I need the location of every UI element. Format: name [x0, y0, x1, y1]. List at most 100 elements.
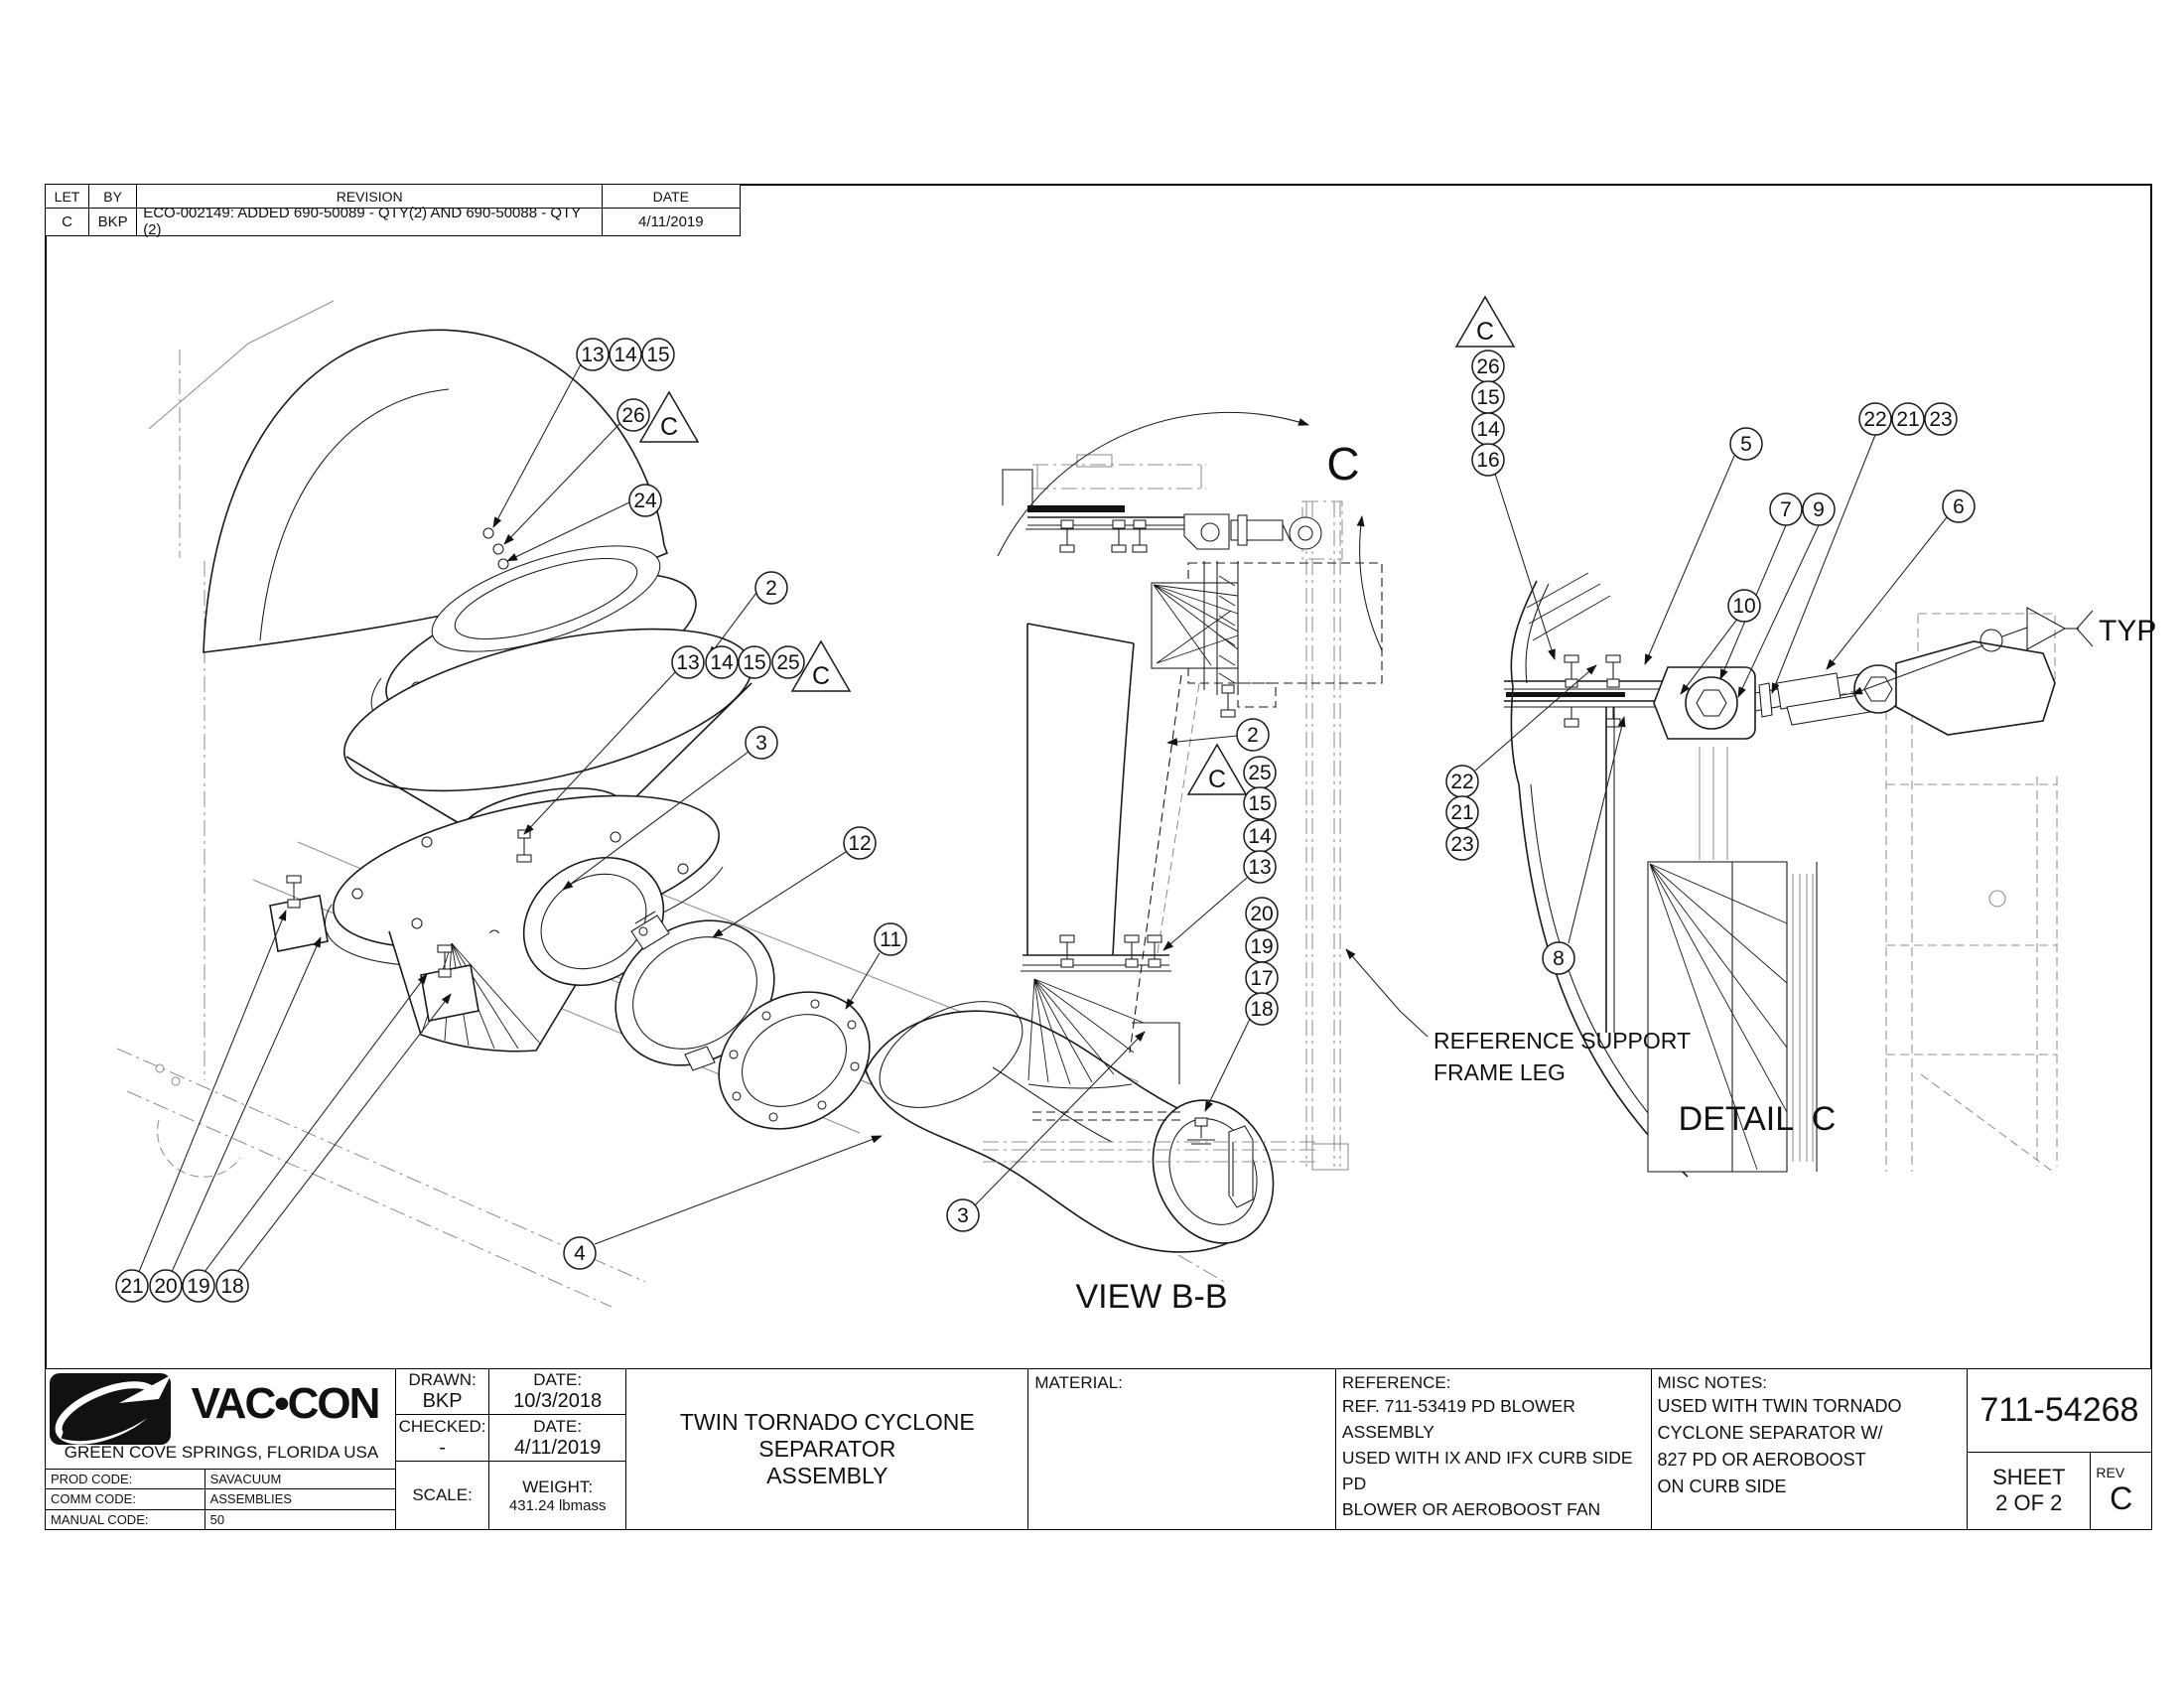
misc-notes-cell: MISC NOTES: USED WITH TWIN TORNADO CYCLO…: [1650, 1368, 1969, 1531]
svg-text:3: 3: [957, 1204, 969, 1227]
reference-cell: REFERENCE: REF. 711-53419 PD BLOWER ASSE…: [1334, 1368, 1652, 1531]
typ-label: TYP: [2099, 615, 2156, 647]
section-view-bb: C: [983, 411, 1383, 1171]
balloon-24: 24: [628, 484, 662, 517]
flag-note-C: C: [790, 639, 852, 692]
material-cell: MATERIAL:: [1027, 1368, 1337, 1531]
balloon-8: 8: [1542, 941, 1575, 975]
balloon-14: 14: [1243, 819, 1277, 853]
ref-support-note-line1: REFERENCE SUPPORT: [1433, 1028, 1691, 1054]
date-checked-cell: DATE: 4/11/2019: [488, 1413, 627, 1463]
date-checked-label: DATE:: [533, 1416, 583, 1436]
svg-text:19: 19: [187, 1275, 209, 1298]
svg-text:21: 21: [1450, 801, 1473, 824]
detail-c-view: TYP: [1504, 572, 2156, 1178]
sheet-cell: SHEET 2 OF 2: [1966, 1451, 2092, 1531]
svg-text:14: 14: [710, 651, 734, 674]
detail-cut-letter: C: [1326, 438, 1359, 490]
balloon-26: 26: [1471, 350, 1505, 383]
balloon-15: 15: [1243, 786, 1277, 820]
misc-notes-line: CYCLONE SEPARATOR W/: [1657, 1423, 1883, 1443]
svg-text:C: C: [1208, 766, 1226, 793]
svg-text:20: 20: [154, 1275, 177, 1298]
balloon-12: 12: [843, 826, 877, 860]
svg-text:3: 3: [755, 732, 767, 755]
svg-text:23: 23: [1450, 833, 1473, 856]
reference-line: USED WITH IX AND IFX CURB SIDE PD: [1341, 1448, 1633, 1493]
balloon-5: 5: [1729, 427, 1763, 461]
balloon-14: 14: [705, 645, 739, 679]
svg-text:26: 26: [621, 404, 644, 427]
svg-text:21: 21: [120, 1275, 143, 1298]
prod-code-label: PROD CODE:: [45, 1468, 205, 1490]
isometric-assembly-view: [116, 300, 1275, 1308]
balloon-14: 14: [609, 338, 642, 371]
svg-text:12: 12: [848, 832, 871, 855]
balloon-13: 13: [576, 338, 610, 371]
flag-note-C: C: [1186, 743, 1248, 795]
svg-text:7: 7: [1780, 498, 1792, 521]
svg-text:14: 14: [1248, 825, 1272, 848]
svg-text:18: 18: [220, 1275, 243, 1298]
balloon-23: 23: [1445, 827, 1479, 861]
svg-text:13: 13: [581, 344, 604, 366]
balloon-15: 15: [1471, 380, 1505, 414]
svg-text:14: 14: [614, 344, 637, 366]
balloon-20: 20: [149, 1269, 183, 1303]
vac-con-logo: [50, 1373, 171, 1445]
balloon-21: 21: [115, 1269, 149, 1303]
svg-text:13: 13: [1248, 856, 1271, 879]
prod-code-value: SAVACUUM: [204, 1468, 397, 1490]
svg-text:26: 26: [1476, 355, 1499, 378]
svg-text:15: 15: [646, 344, 669, 366]
svg-text:6: 6: [1953, 495, 1965, 518]
checked-cell: CHECKED: -: [394, 1413, 490, 1463]
svg-text:9: 9: [1813, 498, 1825, 521]
rev-value: C: [2110, 1479, 2133, 1516]
svg-text:8: 8: [1553, 947, 1565, 970]
balloon-11: 11: [874, 922, 907, 956]
reference-line: BLOWER OR AEROBOOST FAN: [1341, 1499, 1601, 1519]
view-bb-label: VIEW B-B: [1075, 1278, 1227, 1316]
flag-note-C: C: [1454, 295, 1516, 348]
svg-text:15: 15: [1248, 792, 1271, 815]
reference-line: ASSEMBLY: [1341, 1422, 1434, 1442]
svg-text:25: 25: [776, 651, 799, 674]
revision-cell-date: 4/11/2019: [601, 207, 741, 236]
balloon-13: 13: [1243, 850, 1277, 884]
weight-cell: WEIGHT: 431.24 lbmass: [488, 1461, 627, 1531]
misc-notes-line: USED WITH TWIN TORNADO: [1657, 1396, 1902, 1416]
balloon-25: 25: [771, 645, 805, 679]
svg-text:10: 10: [1732, 595, 1755, 618]
drawn-value: BKP: [422, 1390, 463, 1412]
balloon-15: 15: [641, 338, 675, 371]
svg-text:C: C: [660, 413, 678, 441]
sheet-label: SHEET: [1992, 1465, 2066, 1490]
svg-text:2: 2: [1247, 724, 1259, 747]
balloon-3: 3: [946, 1198, 980, 1232]
svg-text:14: 14: [1476, 418, 1500, 441]
sheet-value: 2 OF 2: [1995, 1490, 2063, 1516]
revision-header-revision: REVISION: [136, 184, 604, 209]
svg-text:25: 25: [1248, 762, 1271, 784]
comm-code-label: COMM CODE:: [45, 1488, 205, 1511]
weight-label: WEIGHT:: [522, 1477, 594, 1496]
balloon-15: 15: [738, 645, 771, 679]
logo-wordmark: VAC•CON: [191, 1379, 381, 1428]
date-drawn-value: 10/3/2018: [513, 1390, 603, 1412]
svg-text:19: 19: [1250, 935, 1273, 958]
drawing-title-line1: TWIN TORNADO CYCLONE SEPARATOR: [679, 1409, 975, 1463]
logo-city-line: GREEN COVE SPRINGS, FLORIDA USA: [64, 1443, 379, 1462]
svg-text:2: 2: [765, 577, 777, 600]
material-label: MATERIAL:: [1034, 1373, 1123, 1392]
balloon-3: 3: [745, 726, 778, 760]
balloon-7: 7: [1769, 492, 1803, 526]
balloon-6: 6: [1942, 490, 1976, 523]
balloon-9: 9: [1802, 492, 1836, 526]
balloon-22: 22: [1445, 765, 1479, 798]
rev-cell: REV C: [2090, 1451, 2152, 1531]
drawn-cell: DRAWN: BKP: [394, 1368, 490, 1415]
